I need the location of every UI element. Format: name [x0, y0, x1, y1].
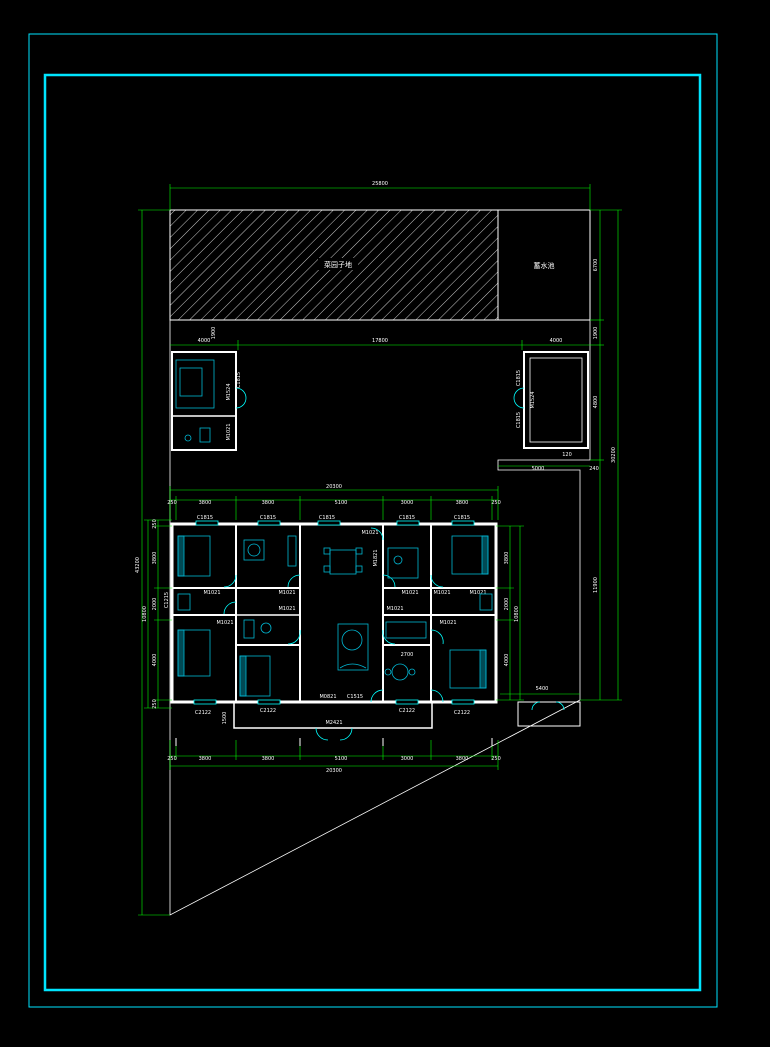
svg-text:4800: 4800	[593, 396, 599, 409]
svg-text:M1021: M1021	[278, 606, 295, 612]
svg-text:M1021: M1021	[469, 590, 486, 596]
svg-text:43200: 43200	[135, 557, 141, 573]
svg-text:C1815: C1815	[454, 515, 470, 521]
right-outbuilding: M1524 C1815 C1815	[513, 351, 589, 449]
svg-text:4000: 4000	[152, 654, 158, 667]
svg-text:3800: 3800	[456, 756, 469, 762]
svg-text:M1021: M1021	[439, 620, 456, 626]
svg-text:2700: 2700	[401, 652, 414, 658]
dim-mid-row: 4000 17800 4000 1900	[170, 327, 590, 350]
svg-text:M2421: M2421	[325, 720, 342, 726]
svg-text:C2122: C2122	[454, 710, 470, 716]
svg-text:250: 250	[152, 699, 158, 709]
svg-text:M1021: M1021	[401, 590, 418, 596]
svg-text:250: 250	[491, 500, 501, 506]
svg-text:20300: 20300	[326, 484, 342, 490]
svg-text:2000: 2000	[504, 598, 510, 611]
svg-text:3800: 3800	[504, 552, 510, 565]
outer-frame	[28, 33, 718, 1008]
svg-text:M1821: M1821	[373, 549, 379, 566]
svg-text:4000: 4000	[504, 654, 510, 667]
svg-text:10800: 10800	[142, 606, 148, 622]
svg-text:C1815: C1815	[260, 515, 276, 521]
svg-text:1900: 1900	[211, 327, 217, 340]
svg-text:C2122: C2122	[195, 710, 211, 716]
svg-text:3000: 3000	[401, 500, 414, 506]
svg-text:3800: 3800	[456, 500, 469, 506]
svg-text:6700: 6700	[593, 259, 599, 272]
svg-text:M1021: M1021	[433, 590, 450, 596]
svg-text:5400: 5400	[536, 686, 549, 692]
garden-plot-label-bg	[318, 258, 358, 270]
svg-text:M1021: M1021	[361, 530, 378, 536]
dim-right-chain: 6700 1900 4800 30200 11900	[580, 209, 622, 701]
house-dim-bottom: 250 3800 3800 5100 3000 3800 250 20300	[167, 740, 501, 774]
svg-text:C1815: C1815	[319, 515, 335, 521]
furniture	[177, 535, 493, 697]
svg-text:3800: 3800	[199, 756, 212, 762]
house-dim-right: 3800 2000 4000 10800 5400	[496, 525, 580, 701]
water-tank-block	[497, 209, 591, 321]
svg-text:250: 250	[167, 756, 177, 762]
dim-left-overall: 43200	[135, 209, 170, 916]
svg-text:C1815: C1815	[197, 515, 213, 521]
svg-text:3000: 3000	[401, 756, 414, 762]
svg-text:4000: 4000	[550, 338, 563, 344]
svg-text:250: 250	[491, 756, 501, 762]
svg-text:3800: 3800	[199, 500, 212, 506]
garden-plot-label: 菜园子地	[324, 260, 352, 269]
svg-text:M1021: M1021	[226, 423, 232, 440]
dim-right-small: 5000 120 240	[498, 452, 599, 472]
svg-text:17800: 17800	[372, 338, 388, 344]
inner-frame	[43, 73, 702, 992]
svg-text:20300: 20300	[326, 768, 342, 774]
door-swings	[223, 527, 565, 741]
svg-text:M1021: M1021	[278, 590, 295, 596]
svg-text:5100: 5100	[335, 756, 348, 762]
svg-text:2000: 2000	[152, 598, 158, 611]
top-windows: C1815 C1815 C1815 C1815 C1815	[195, 515, 475, 526]
svg-text:10800: 10800	[514, 606, 520, 622]
svg-text:C1215: C1215	[164, 592, 170, 608]
dim-top-overall: 25800	[169, 181, 591, 210]
svg-text:C1815: C1815	[516, 412, 522, 428]
svg-text:30200: 30200	[611, 447, 617, 463]
svg-text:C2122: C2122	[260, 708, 276, 714]
svg-text:120: 120	[562, 452, 572, 458]
svg-text:M1524: M1524	[530, 391, 536, 408]
left-outbuilding: M1524 C1815 M1021	[171, 351, 247, 451]
svg-text:M1524: M1524	[226, 383, 232, 400]
svg-text:3800: 3800	[262, 500, 275, 506]
house-dim-left: 10800 250 3800 2000 4000 250	[142, 519, 172, 709]
svg-text:1900: 1900	[593, 327, 599, 340]
house-dim-top: 20300 250 3800 3800 5100 3000 3800 250	[167, 484, 501, 520]
svg-text:5100: 5100	[335, 500, 348, 506]
svg-text:M0821: M0821	[319, 694, 336, 700]
door-labels: M1021 M1021 M1021 M1021 M1021 M1021 M102…	[164, 530, 487, 726]
svg-text:250: 250	[152, 519, 158, 529]
svg-text:M1021: M1021	[386, 606, 403, 612]
svg-text:C1515: C1515	[347, 694, 363, 700]
svg-text:C2122: C2122	[399, 708, 415, 714]
svg-text:C1815: C1815	[516, 370, 522, 386]
bottom-windows: C2122 C2122 C2122 C2122	[193, 699, 475, 716]
svg-text:C1815: C1815	[236, 372, 242, 388]
svg-text:5000: 5000	[532, 466, 545, 472]
site-boundary-lower	[169, 320, 591, 916]
svg-text:M1021: M1021	[203, 590, 220, 596]
svg-text:3800: 3800	[262, 756, 275, 762]
svg-text:240: 240	[589, 466, 599, 472]
svg-text:11900: 11900	[593, 577, 599, 593]
svg-text:C1815: C1815	[399, 515, 415, 521]
svg-text:4000: 4000	[198, 338, 211, 344]
svg-text:250: 250	[167, 500, 177, 506]
porch-columns	[175, 738, 493, 746]
house-walls	[170, 522, 581, 729]
svg-text:M1021: M1021	[216, 620, 233, 626]
svg-text:1500: 1500	[222, 712, 228, 725]
water-tank-label: 蓄水池	[534, 261, 555, 270]
svg-text:3800: 3800	[152, 552, 158, 565]
svg-text:25800: 25800	[372, 181, 388, 187]
